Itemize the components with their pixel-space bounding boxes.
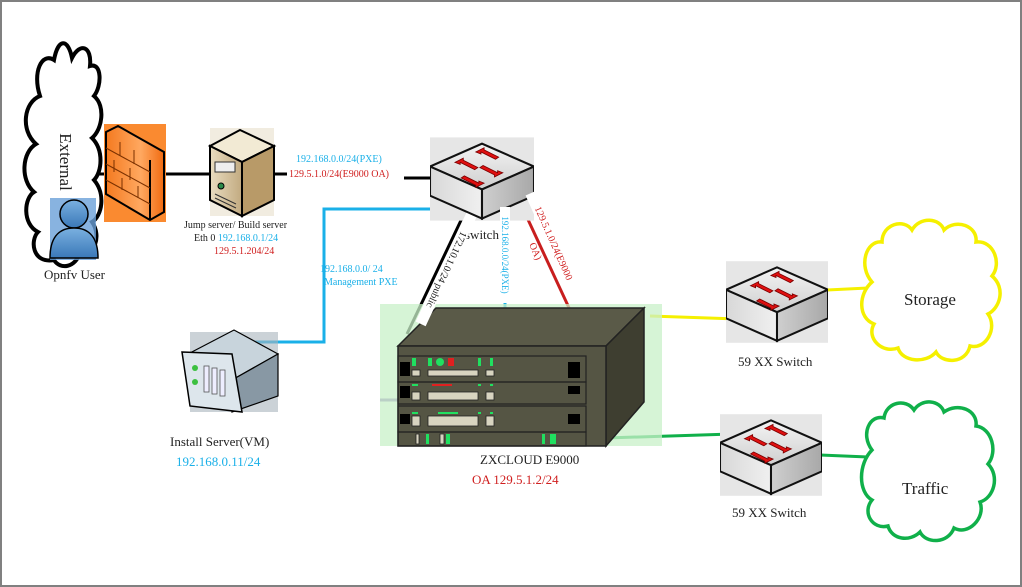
link-install-switch-pxe bbox=[250, 207, 457, 344]
install-link-net-label: 192.168.0.0/ 24 bbox=[320, 264, 383, 275]
zxcloud-oa-ip: OA 129.5.1.2/24 bbox=[472, 472, 559, 487]
core-switch-icon[interactable] bbox=[430, 136, 534, 222]
install-server-title: Install Server(VM) bbox=[170, 434, 270, 449]
zxcloud-e9000-chassis[interactable] bbox=[380, 304, 662, 449]
jump-server-ip-pxe: 192.168.0.1/24 bbox=[217, 233, 279, 244]
storage-switch-label: 59 XX Switch bbox=[738, 354, 813, 369]
storage-cloud-label: Storage bbox=[904, 290, 956, 309]
traffic-cloud[interactable] bbox=[859, 400, 997, 543]
jump-server-icon[interactable] bbox=[207, 128, 277, 218]
external-cloud-label: External bbox=[56, 133, 75, 191]
core-switch-label: switch bbox=[465, 227, 499, 242]
install-link-role-label: Management PXE bbox=[324, 277, 398, 288]
storage-cloud[interactable] bbox=[860, 218, 1002, 362]
firewall-icon[interactable] bbox=[104, 124, 166, 222]
link-storage-switch-cloud bbox=[826, 286, 869, 292]
opnfv-user-label: Opnfv User bbox=[44, 267, 106, 282]
jump-server-ip-oa: 129.5.1.204/24 bbox=[214, 246, 275, 257]
link-traffic-switch-cloud bbox=[819, 453, 869, 459]
user-icon[interactable] bbox=[49, 198, 99, 260]
install-server-ip: 192.168.0.11/24 bbox=[176, 454, 261, 469]
traffic-switch-label: 59 XX Switch bbox=[732, 505, 807, 520]
jump-server-eth-label: Eth 0 bbox=[194, 233, 216, 244]
jump-server-eth-line: Eth 0 192.168.0.1/24 bbox=[194, 233, 278, 244]
traffic-switch-icon[interactable] bbox=[720, 413, 822, 497]
traffic-cloud-label: Traffic bbox=[902, 479, 949, 498]
jump-link-pxe-label: 192.168.0.0/24(PXE) bbox=[296, 154, 382, 165]
zxcloud-title: ZXCLOUD E9000 bbox=[480, 452, 580, 467]
jump-server-title: Jump server/ Build server bbox=[184, 220, 288, 231]
pxe-link-label: 192.168.0.0/24(PXE) bbox=[500, 207, 510, 303]
jump-link-oa-label: 129.5.1.0/24(E9000 OA) bbox=[289, 169, 389, 180]
storage-switch-icon[interactable] bbox=[726, 260, 828, 344]
install-server-icon[interactable] bbox=[181, 329, 280, 413]
